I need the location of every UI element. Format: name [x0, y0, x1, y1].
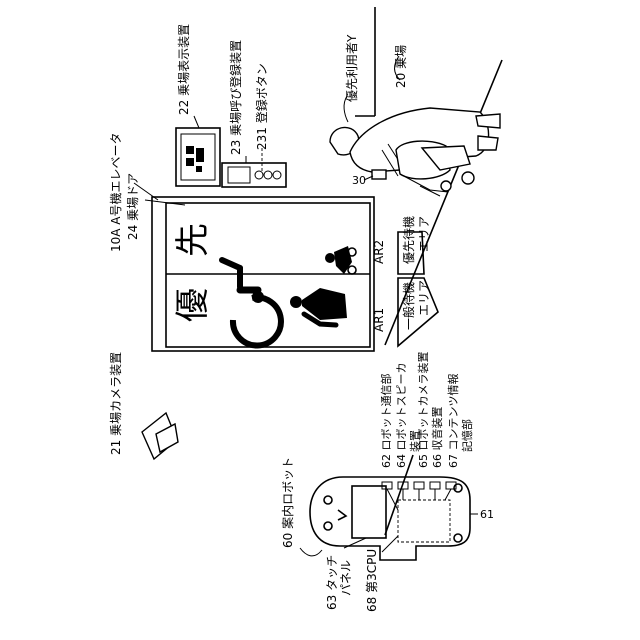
hall-display-label: 22 乗場表示装置: [177, 24, 191, 115]
hall-display-device: [176, 128, 220, 186]
terminal-ref-label: 30: [352, 174, 366, 187]
child-and-stroller-icon: [325, 246, 356, 274]
hall-camera-device: [142, 413, 178, 459]
general-area-label-2: エリア: [417, 280, 431, 316]
content-storage-label-2: 記憶部: [460, 419, 474, 452]
pregnant-person-icon: [290, 288, 347, 325]
content-storage-label-1: 67 コンテンツ情報: [447, 374, 460, 469]
hall-call-device: [222, 163, 286, 187]
priority-area-label-1: 優先待機: [401, 216, 416, 264]
touch-panel-label-2: パネル: [339, 560, 353, 596]
module-box-65: [414, 482, 424, 489]
comm-module-label: 62 ロボット通信部: [379, 374, 393, 469]
guide-robot-label: 60 案内ロボット: [280, 457, 295, 548]
hall-door-label: 24 乗場ドア: [126, 173, 140, 240]
ar2-label: AR2: [372, 240, 386, 264]
portable-terminal: [372, 170, 386, 179]
mic-label: 66 収音装置: [430, 407, 444, 469]
cpu-label: 68 第3CPU: [365, 549, 379, 612]
general-area-label-1: 一般待機: [401, 282, 416, 330]
robot-modules: [382, 482, 456, 510]
cpu-block: [398, 500, 450, 542]
robot-ref-61-label: 61: [480, 508, 494, 521]
priority-user-label: 優先利用者Y: [345, 34, 359, 102]
hall-call-label: 23 乗場呼び登録装置: [228, 40, 243, 155]
elevator-door: [152, 197, 374, 351]
touch-panel-label-1: 63 タッチ: [325, 555, 339, 610]
speaker-module-label-1: 64 ロボットスピーカ: [395, 363, 408, 469]
priority-area-label-2: エリア: [417, 216, 431, 252]
register-button-label: 231 登録ボタン: [254, 63, 269, 150]
priority-sign-char-2: 先: [173, 223, 213, 257]
touch-panel: [352, 486, 386, 538]
module-box-66: [430, 482, 440, 489]
stroller: [396, 141, 474, 196]
hall-camera-label: 21 乗場カメラ装置: [109, 352, 123, 455]
priority-sign-char-1: 優: [173, 288, 213, 322]
ar1-label: AR1: [372, 308, 386, 332]
elevator-label: 10A A号機エレベータ: [108, 132, 123, 252]
wheelchair-icon: [222, 260, 281, 345]
hall-label: 20 乗場: [394, 45, 408, 88]
robot-camera-label: 65 ロボットカメラ装置: [417, 352, 430, 469]
